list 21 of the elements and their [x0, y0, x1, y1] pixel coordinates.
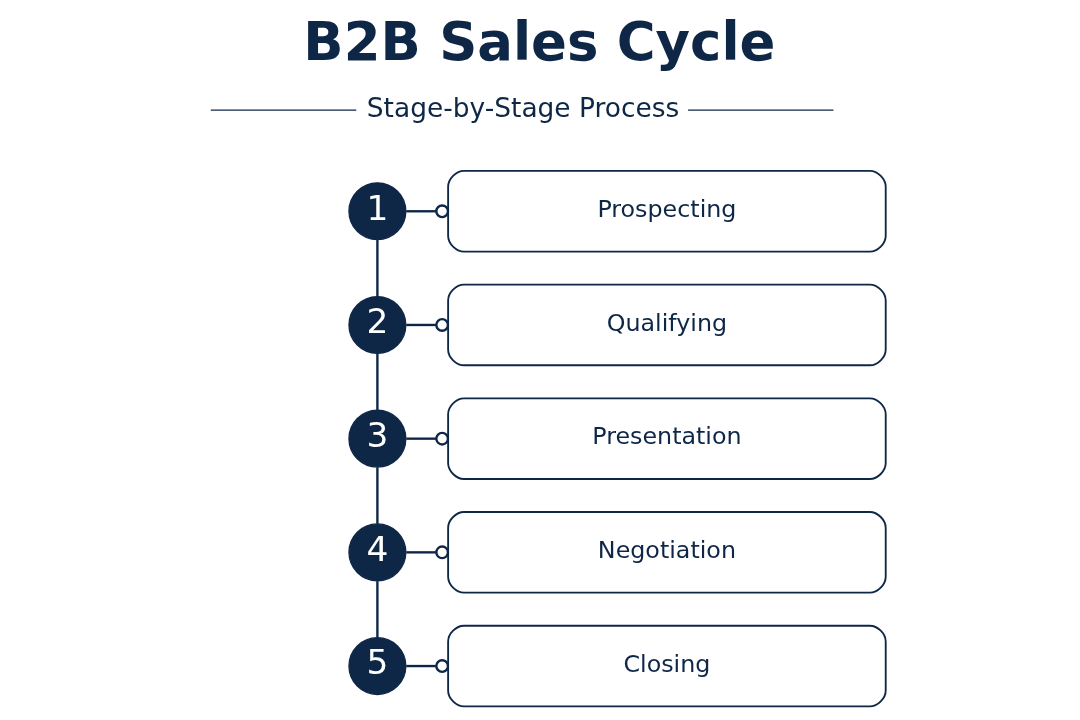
- node-circle: 2: [348, 295, 407, 355]
- connector: [376, 240, 379, 297]
- connector: [406, 317, 450, 332]
- label: Stage-by-Stage Process: [366, 91, 680, 123]
- connector: [406, 659, 450, 674]
- node-circle: 1: [348, 182, 407, 241]
- connector: [376, 581, 379, 638]
- connector: [406, 431, 450, 446]
- connector: [376, 353, 379, 411]
- node-box: Presentation: [447, 397, 887, 480]
- node-circle: 4: [348, 523, 407, 582]
- node-box: Closing: [447, 624, 887, 708]
- diagram-title: B2B Sales Cycle: [303, 10, 776, 72]
- node-circle: 3: [348, 409, 407, 468]
- node-box: Negotiation: [447, 511, 887, 594]
- node-circle: 5: [348, 636, 407, 696]
- node-box: Prospecting: [447, 170, 887, 253]
- node-box: Qualifying: [447, 283, 887, 367]
- connector: [376, 467, 379, 524]
- connector: [406, 204, 450, 219]
- connector: [406, 545, 450, 560]
